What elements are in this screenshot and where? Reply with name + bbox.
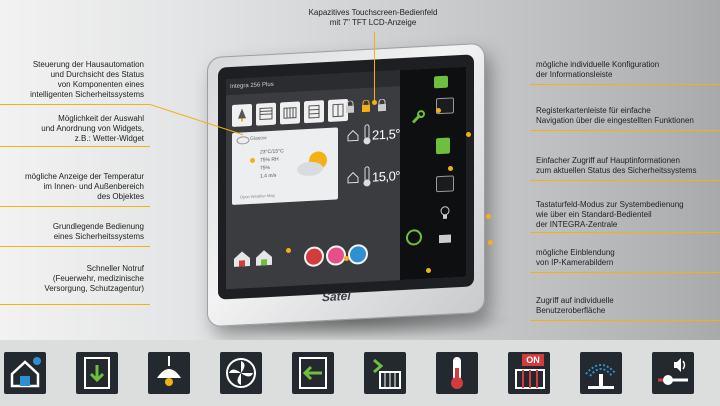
connector-dot-left-2	[250, 158, 255, 163]
connector-left-1a	[0, 104, 150, 105]
connector-dot-right-6	[426, 268, 431, 273]
brand-logo: Satel	[322, 288, 351, 305]
connector-dot-right-3	[448, 166, 453, 171]
arm-house-icon[interactable]	[232, 247, 276, 269]
panic-medical-button[interactable]	[326, 245, 346, 267]
blind-icon	[259, 107, 273, 121]
keypad-tab-icon[interactable]	[436, 175, 454, 193]
callout-right-6: Zugriff auf individuelle Benutzeroberflä…	[536, 296, 614, 315]
sun-cloud-icon	[297, 151, 327, 176]
connector-left-5	[0, 304, 150, 305]
connector-left-4	[0, 246, 150, 247]
house-moon-icon	[4, 352, 46, 394]
connector-dot-top	[372, 100, 377, 105]
widget-line-2: 75% RH	[260, 156, 279, 164]
house-outdoor-icon	[347, 171, 359, 184]
thermometer-outdoor-icon	[363, 166, 371, 187]
weather-widget[interactable]: Glasow 23°C/15°C 75% RH 75% 1.4 m/s Open…	[232, 127, 338, 205]
widget-line-1: 23°C/15°C	[260, 148, 284, 156]
connector-top	[374, 32, 375, 102]
status-ok-badge	[434, 75, 448, 89]
callout-right-1: mögliche individuelle Konfiguration der …	[536, 60, 660, 79]
tile-gate[interactable]	[280, 101, 300, 125]
gate-open-icon	[292, 352, 334, 394]
callout-right-5: mögliche Einblendung von IP-Kamerabilder…	[536, 248, 615, 267]
light-icon	[238, 108, 246, 122]
ceiling-lamp-icon	[148, 352, 190, 394]
camera-tab-icon[interactable]	[438, 233, 452, 244]
blind-down-icon	[76, 352, 118, 394]
ventilation-fan-icon	[220, 352, 262, 394]
panic-fire-button[interactable]	[304, 246, 324, 268]
callout-left-3: mögliche Anzeige der Temperatur im Innen…	[24, 172, 144, 201]
widget-city: Glasow	[250, 135, 267, 143]
connector-dot-right-1	[436, 108, 441, 113]
connector-dot-right-4	[486, 214, 491, 219]
shutter-icon	[308, 104, 320, 119]
volume-slider-icon	[652, 352, 694, 394]
tile-shutter[interactable]	[304, 100, 324, 124]
tile-light[interactable]	[232, 103, 252, 127]
device-screen[interactable]: Integra 256 Plus Glasow 23°C/15°C	[226, 66, 466, 290]
thermometer-icon	[436, 352, 478, 394]
panic-agency-button[interactable]	[348, 243, 368, 265]
widget-line-4: 1.4 m/s	[260, 172, 277, 180]
wrench-icon[interactable]	[410, 109, 426, 126]
connector-left-2	[0, 146, 150, 147]
tab-strip	[400, 66, 466, 281]
thermometer-indoor-icon	[363, 124, 371, 145]
connector-dot-right-5	[488, 240, 493, 245]
sprinkler-icon	[580, 352, 622, 394]
house-indoor-icon	[347, 129, 359, 142]
touch-panel-device: Integra 256 Plus Glasow 23°C/15°C	[207, 42, 485, 328]
connector-right-3	[530, 180, 720, 181]
connector-right-2	[530, 130, 720, 131]
callout-top-center: Kapazitives Touchscreen-Bedienfeld mit 7…	[308, 8, 438, 27]
bulb-tab-icon[interactable]	[440, 206, 450, 221]
lock-status-icon	[346, 98, 386, 113]
callout-left-1: Steuerung der Hausautomation und Durchsi…	[30, 60, 144, 99]
callout-right-3: Einfacher Zugriff auf Hauptinformationen…	[536, 156, 697, 175]
connector-left-3	[0, 206, 150, 207]
on-badge: ON	[522, 354, 544, 366]
device-bezel: Integra 256 Plus Glasow 23°C/15°C	[218, 54, 474, 300]
connector-right-1	[530, 84, 720, 85]
user-login-button[interactable]	[406, 229, 422, 246]
callout-right-2: Registerkartenleiste für einfache Naviga…	[536, 106, 694, 125]
widget-line-3: 75%	[260, 164, 271, 172]
heater-on-icon: ON	[508, 352, 550, 394]
callout-right-4: Tastaturfeld-Modus zur Systembedienung w…	[536, 200, 684, 229]
connector-right-4	[530, 232, 720, 233]
heater-up-icon	[364, 352, 406, 394]
widget-footer: Open Weather Map	[240, 192, 275, 200]
callout-left-4: Grundlegende Bedienung eines Sicherheits…	[52, 222, 144, 241]
tile-blind[interactable]	[256, 102, 276, 126]
connector-right-5	[530, 272, 720, 273]
connector-dot-right-2	[466, 132, 471, 137]
connector-dot-left-4	[286, 248, 291, 253]
connector-dot-left-5	[344, 256, 349, 261]
callout-left-5: Schneller Notruf (Feuerwehr, medizinisch…	[44, 264, 144, 293]
tile-window[interactable]	[328, 98, 348, 122]
feature-icon-bar: ON	[0, 340, 720, 406]
connector-right-6	[530, 320, 720, 321]
callout-left-2: Möglichkeit der Auswahl und Anordnung vo…	[41, 114, 144, 143]
cloud-icon	[236, 136, 250, 145]
gate-icon	[283, 107, 297, 119]
info-tab-icon[interactable]	[436, 137, 450, 155]
window-icon	[332, 103, 344, 118]
